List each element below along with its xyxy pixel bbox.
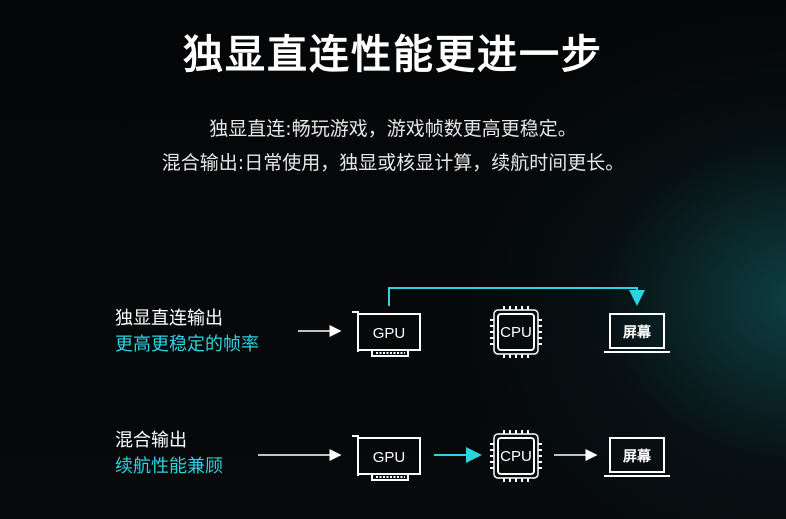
gpu-card-icon: GPU bbox=[352, 311, 421, 357]
row-hybrid-label-group: 混合输出 续航性能兼顾 bbox=[115, 428, 223, 480]
screen-label: 屏幕 bbox=[623, 324, 652, 341]
row-hybrid-diagram: GPU CPU 屏幕 bbox=[258, 430, 670, 482]
row-direct-label-group: 独显直连输出 更高更稳定的帧率 bbox=[115, 306, 259, 358]
gpu-label: GPU bbox=[373, 449, 406, 466]
cpu-chip-icon: CPU bbox=[490, 306, 542, 358]
row-direct-title: 独显直连输出 bbox=[115, 308, 223, 329]
cpu-label: CPU bbox=[500, 324, 532, 341]
description-line-1: 独显直连:畅玩游戏，游戏帧数更高更稳定。 bbox=[209, 118, 577, 140]
row-hybrid-subtitle: 续航性能兼顾 bbox=[115, 456, 223, 477]
monitor-icon: 屏幕 bbox=[604, 313, 670, 353]
page-title: 独显直连性能更进一步 bbox=[183, 32, 603, 78]
monitor-icon: 屏幕 bbox=[604, 437, 670, 477]
description-line-2: 混合输出:日常使用，独显或核显计算，续航时间更长。 bbox=[161, 152, 625, 174]
row-direct-subtitle: 更高更稳定的帧率 bbox=[115, 334, 259, 355]
row-hybrid-title: 混合输出 bbox=[115, 430, 187, 451]
row-direct-diagram: GPU CPU 屏幕 bbox=[298, 287, 670, 358]
direct-connection-line bbox=[388, 287, 645, 306]
gpu-label: GPU bbox=[373, 325, 406, 342]
cpu-chip-icon: CPU bbox=[490, 430, 542, 482]
screen-label: 屏幕 bbox=[623, 448, 652, 465]
gpu-card-icon: GPU bbox=[352, 435, 421, 481]
cpu-label: CPU bbox=[500, 448, 532, 465]
